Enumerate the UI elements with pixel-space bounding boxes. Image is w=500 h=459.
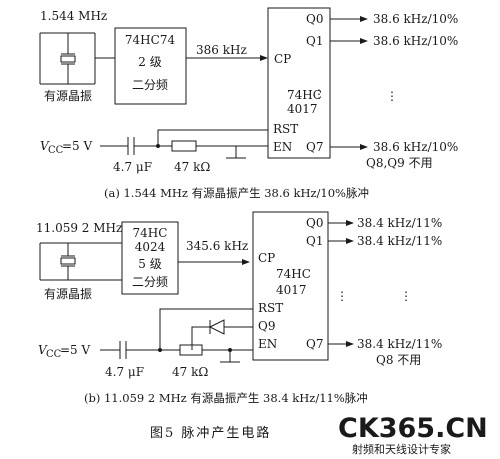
counter-b-pin-q7: Q7 [306,337,323,351]
divider-chip-b [121,221,179,295]
counter-b-pin-cp: CP [258,251,275,265]
circuit-b: 11.059 2 MHz 有源晶振 74HC 4024 5 级 二分频 345.… [36,211,442,405]
counter-b-pin-q0: Q0 [306,216,323,230]
counter-a-dots: ⋮ [313,87,325,101]
caption-b: (b) 11.059 2 MHz 有源晶振产生 38.4 kHz/11%脉冲 [84,391,368,405]
osc-b-frequency: 11.059 2 MHz [36,221,122,235]
osc-a-frequency: 1.544 MHz [40,9,107,23]
counter-a-pin-cp: CP [274,52,291,66]
counter-a-part-line2: 4017 [287,102,318,116]
divider-b-part-line2: 4024 [135,240,166,254]
capacitor-a-value: 4.7 μF [113,160,152,174]
vcc-b-subscript: CC [46,349,62,360]
resistor-a-value: 47 kΩ [174,160,210,174]
circuit-a: 1.544 MHz 有源晶振 74HC74 2 级 二分频 386 kHz CP… [39,7,458,200]
output-b-q1: 38.4 kHz/11% [357,234,442,248]
output-b-q0-arrow-icon [346,220,354,226]
caption-a: (a) 1.544 MHz 有源晶振产生 38.6 kHz/10%脉冲 [104,186,369,200]
divider-b-stages: 5 级 [138,257,161,271]
crystal-oscillator-b-icon [39,242,122,281]
vcc-a-value: =5 V [62,139,93,153]
watermark-brand: CK365.CN [338,413,488,444]
output-a-q0-arrow-icon [360,16,368,22]
output-b-q1-arrow-icon [346,238,354,244]
vcc-a-symbol: V [40,139,50,153]
clock-a-arrow-icon [260,55,268,61]
counter-b-dots: ⋮ [336,289,348,303]
output-b-q7: 38.4 kHz/11% [357,337,442,351]
output-b-q7-arrow-icon [346,341,354,347]
output-b-q0: 38.4 kHz/11% [357,216,442,230]
vcc-a-subscript: CC [48,145,64,156]
resistor-b-value: 47 kΩ [172,365,208,379]
osc-a-label: 有源晶振 [44,89,92,103]
output-a-q1: 38.6 kHz/10% [373,34,458,48]
counter-a-pin-q1: Q1 [306,34,323,48]
clock-b-arrow-icon [242,259,250,265]
counter-b-pin-rst: RST [258,301,283,315]
osc-b-label: 有源晶振 [44,287,92,301]
counter-a-pin-q0: Q0 [306,12,323,26]
counter-b-part-line2: 4017 [276,283,307,297]
counter-b-pin-q1: Q1 [306,234,323,248]
ground-a-icon [226,146,246,159]
divider-a-type: 二分频 [132,78,168,92]
vcc-b-value: =5 V [60,343,91,357]
divider-a-part: 74HC74 [125,33,176,47]
output-a-q7-arrow-icon [360,144,368,150]
capacitor-b-value: 4.7 μF [105,365,144,379]
watermark-slogan: 射频和天线设计专家 [352,442,451,456]
clock-a-frequency: 386 kHz [196,43,247,57]
figure-caption: 图5 脉冲产生电路 [150,425,271,441]
counter-a-part-line1: 74HC [287,88,322,102]
capacitor-a-icon [127,137,135,155]
divider-b-part-line1: 74HC [133,226,168,240]
clock-b-frequency: 345.6 kHz [186,239,248,253]
resistor-a-icon [171,140,197,152]
counter-b-pin-q9: Q9 [258,319,275,333]
counter-a-pin-q7: Q7 [306,140,323,154]
divider-chip-a [114,27,187,105]
output-b-unused: Q8 不用 [376,353,421,367]
capacitor-b-icon [119,341,127,359]
watermark-logo: CK365.CN 射频和天线设计专家 [338,413,488,456]
counter-b-pin-en: EN [258,337,277,351]
output-a-q7: 38.6 kHz/10% [373,140,458,154]
counter-chip-b [252,211,329,361]
divider-a-stages: 2 级 [138,55,161,69]
crystal-oscillator-a-icon [39,32,96,85]
output-b-dots: ⋮ [400,289,412,303]
resistor-b-icon [179,344,203,356]
counter-chip-a [267,7,331,159]
counter-a-pin-en: EN [273,140,292,154]
vcc-b-symbol: V [38,343,48,357]
divider-b-type: 二分频 [132,275,168,289]
output-a-q1-arrow-icon [360,38,368,44]
output-a-q0: 38.6 kHz/10% [373,12,458,26]
diode-icon [208,319,225,335]
counter-b-part-line1: 74HC [276,267,311,281]
counter-a-pin-rst: RST [273,122,298,136]
output-a-dots: ⋮ [386,89,398,103]
output-a-unused: Q8,Q9 不用 [366,156,433,170]
